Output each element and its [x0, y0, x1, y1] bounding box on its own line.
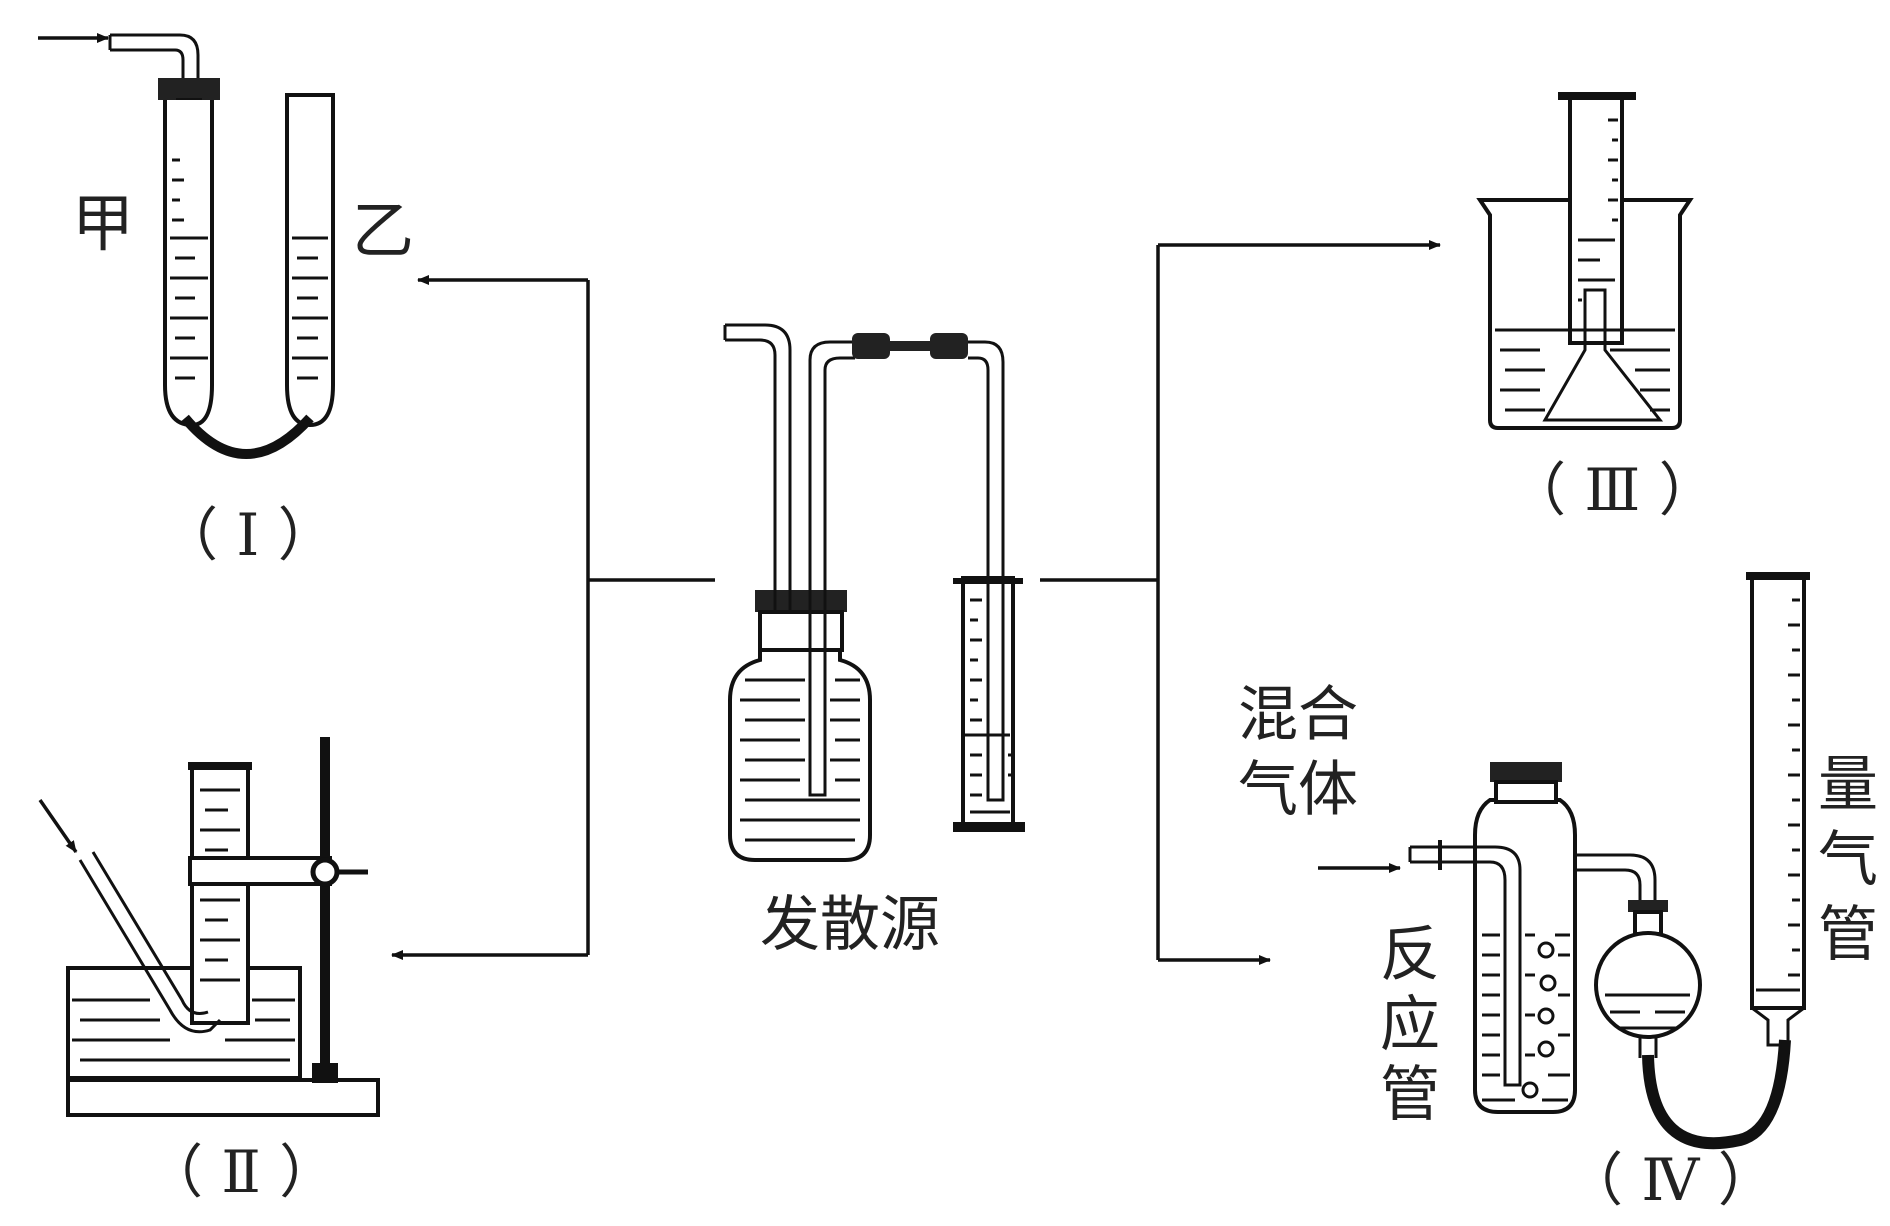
caption-fig3: （ Ⅲ ） — [1508, 456, 1717, 524]
bubbles — [1521, 941, 1557, 1099]
burette-scale — [1756, 598, 1800, 992]
reaction-tube-label-2: 应 — [1380, 990, 1440, 1060]
diverging-source-apparatus — [723, 323, 1025, 862]
reaction-tube-label-1: 反 — [1380, 920, 1440, 990]
caption-fig2: （ Ⅱ ） — [145, 1138, 337, 1206]
gas-burette-label-1: 量 — [1818, 750, 1878, 820]
jia-label: 甲 — [72, 187, 134, 260]
caption-fig1: （ Ⅰ ） — [160, 501, 336, 569]
beaker-liquid — [1495, 118, 1675, 412]
u-tube-apparatus — [38, 33, 335, 459]
connector-lines — [391, 240, 1441, 965]
reaction-tube-label-3: 管 — [1380, 1060, 1440, 1130]
source-label: 发散源 — [760, 890, 940, 960]
reaction-liquid — [1482, 933, 1570, 1102]
bottle-liquid — [740, 678, 860, 842]
beaker-apparatus — [1476, 92, 1694, 430]
gas-burette-label-3: 管 — [1818, 900, 1878, 970]
yi-label: 乙 — [352, 194, 414, 267]
mixed-gas-label-2: 气体 — [1238, 755, 1358, 825]
caption-fig4: （ Ⅳ ） — [1565, 1146, 1776, 1214]
mixed-gas-label-1: 混合 — [1238, 680, 1358, 750]
u-tube-liquid — [170, 158, 328, 380]
reaction-tube-apparatus — [1318, 572, 1810, 1150]
water-trough-apparatus — [38, 737, 380, 1117]
trough-liquid — [72, 788, 295, 1062]
gas-burette-label-2: 气 — [1818, 825, 1878, 895]
